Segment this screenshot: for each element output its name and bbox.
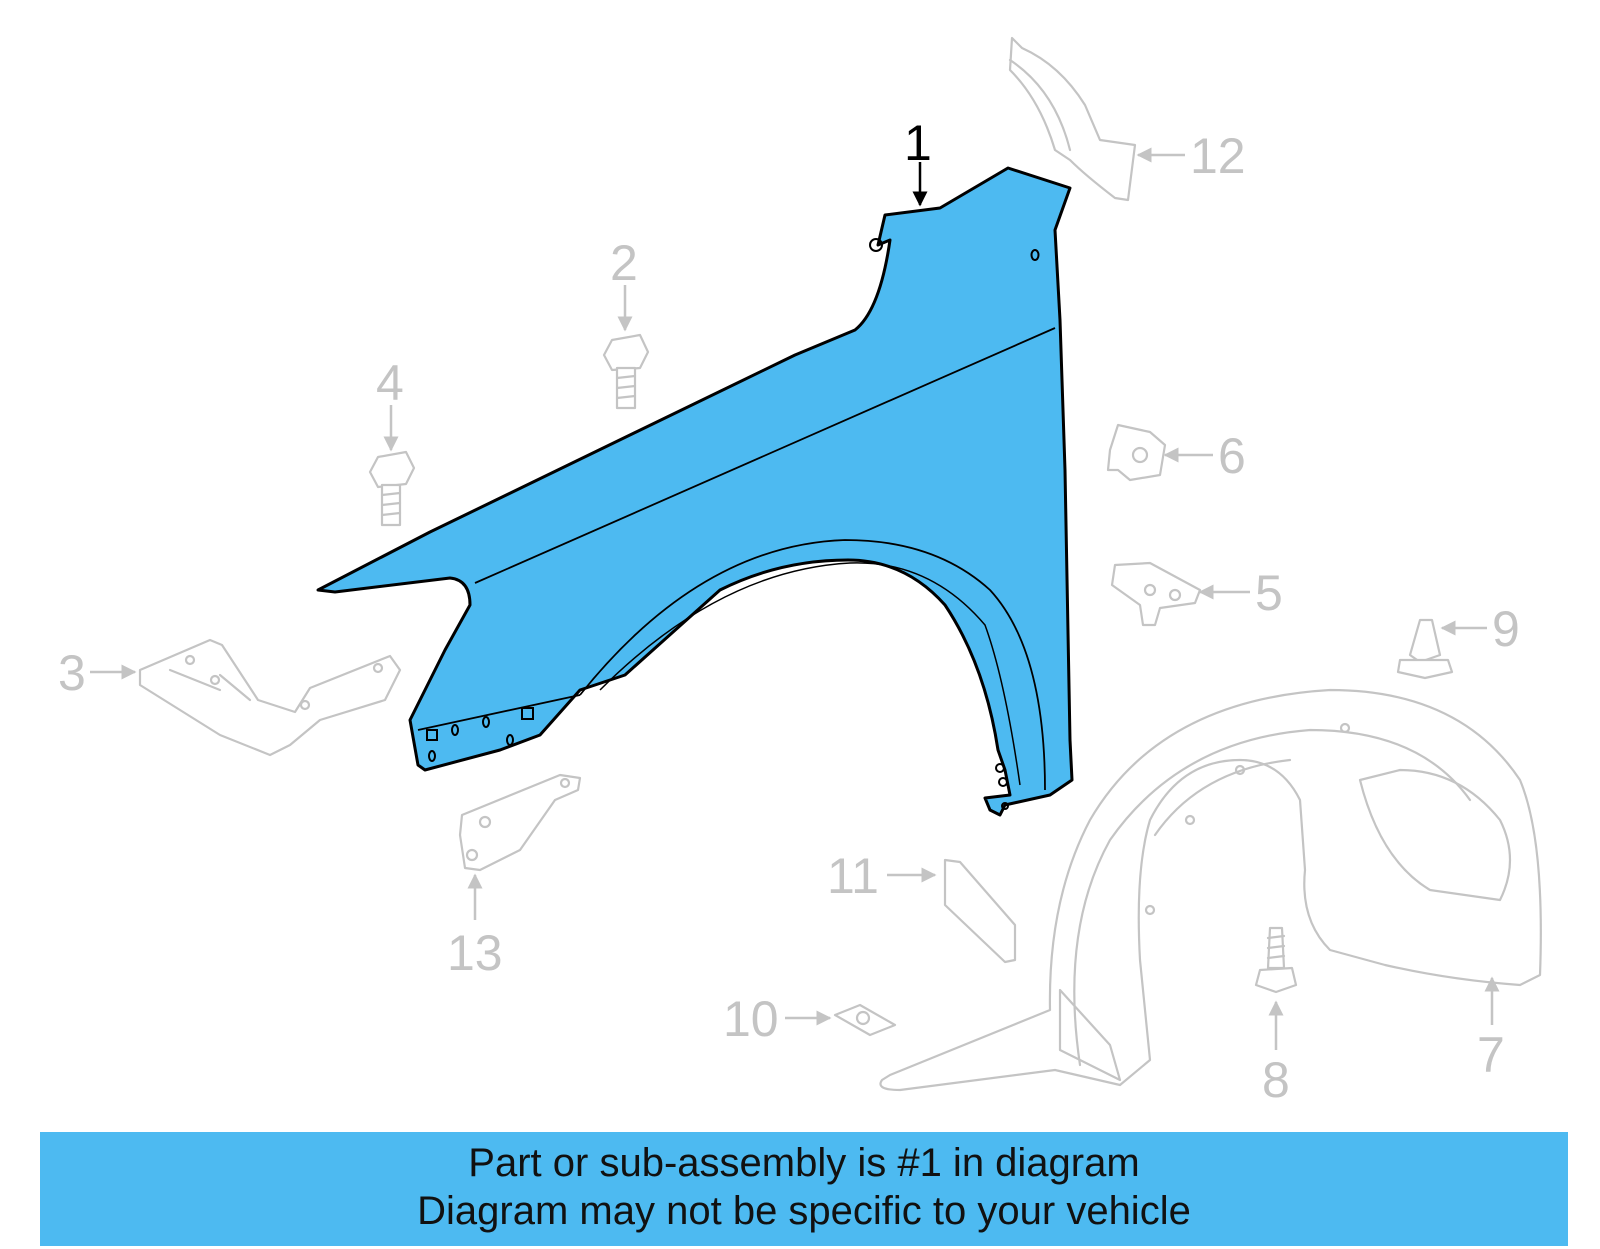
part-11-pad xyxy=(943,858,1017,964)
part-2-bolt xyxy=(602,333,650,410)
callout-2: 2 xyxy=(610,235,638,291)
part-6-bracket xyxy=(1106,423,1167,482)
part-8-screw xyxy=(1254,926,1298,994)
leader-arrows xyxy=(90,147,1500,1050)
callout-1: 1 xyxy=(904,115,932,171)
part-10-nut xyxy=(833,1003,897,1037)
part-12-trim xyxy=(1008,36,1137,202)
part-4-bolt xyxy=(368,450,416,527)
callout-9: 9 xyxy=(1492,601,1520,657)
part-7-liner xyxy=(879,688,1542,1092)
part-5-bracket xyxy=(1110,561,1202,627)
banner-line-1: Part or sub-assembly is #1 in diagram xyxy=(468,1141,1140,1185)
callout-10: 10 xyxy=(723,991,779,1047)
callout-3: 3 xyxy=(58,645,86,701)
part-13-bracket xyxy=(458,773,582,872)
part-1-fender xyxy=(316,166,1074,817)
callout-7: 7 xyxy=(1477,1027,1505,1083)
callout-11: 11 xyxy=(827,848,879,904)
callout-6: 6 xyxy=(1218,428,1246,484)
callout-labels: 1 2 3 4 5 6 7 8 9 10 11 12 13 xyxy=(58,115,1520,1108)
callout-13: 13 xyxy=(447,925,503,981)
part-9-clip xyxy=(1396,618,1454,680)
part-3-bracket xyxy=(138,638,402,757)
callout-8: 8 xyxy=(1262,1052,1290,1108)
callout-12: 12 xyxy=(1190,128,1246,184)
info-banner: Part or sub-assembly is #1 in diagram Di… xyxy=(40,1132,1568,1246)
banner-line-2: Diagram may not be specific to your vehi… xyxy=(417,1189,1191,1233)
callout-5: 5 xyxy=(1255,565,1283,621)
callout-4: 4 xyxy=(376,355,404,411)
